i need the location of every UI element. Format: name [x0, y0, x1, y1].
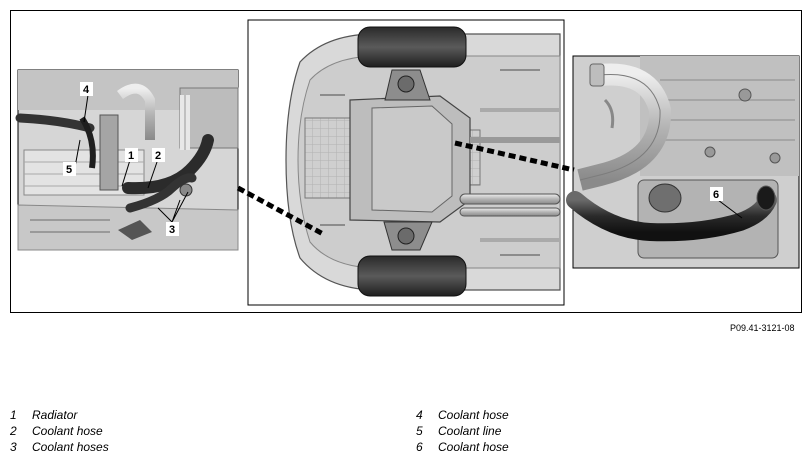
callout-1: 1 — [128, 150, 134, 162]
radiator-detail-view: 4 5 1 2 3 — [15, 69, 239, 251]
legend: 1 Radiator 2 Coolant hose 3 Coolant hose… — [10, 408, 509, 454]
connector-right — [454, 140, 575, 173]
callout-6: 6 — [713, 189, 719, 201]
underbody-view — [247, 19, 565, 306]
illustration: 4 5 1 2 3 6 — [15, 19, 800, 306]
coolant-hose-detail-view: 6 — [566, 55, 800, 269]
callout-5: 5 — [66, 164, 72, 176]
callout-4: 4 — [83, 84, 90, 96]
figure-reference: P09.41-3121-08 — [730, 323, 795, 333]
callout-3: 3 — [169, 224, 175, 236]
callout-2: 2 — [155, 150, 161, 162]
connector-left — [236, 185, 327, 238]
